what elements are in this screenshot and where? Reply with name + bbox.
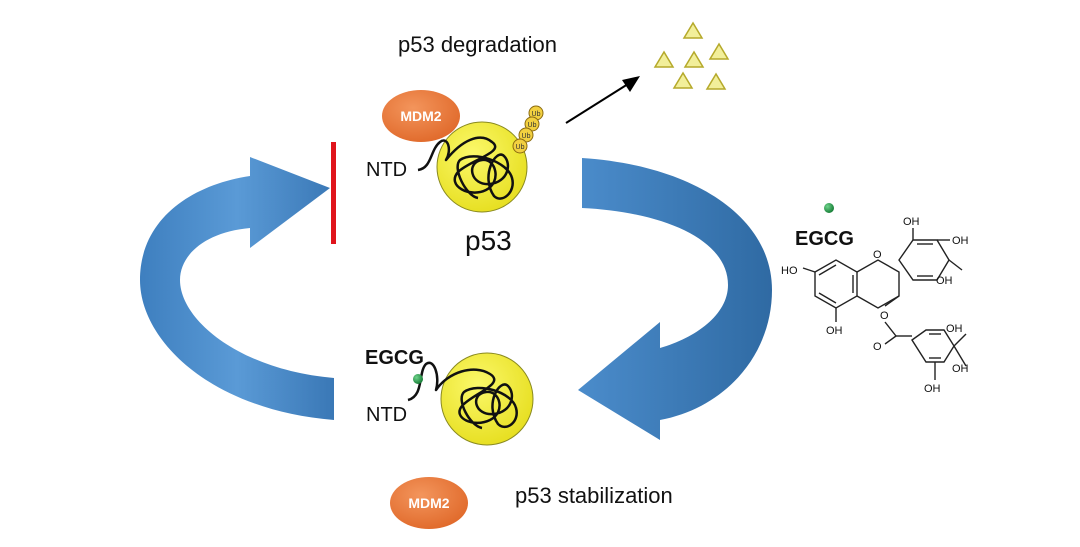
carbonyl-o-label: O bbox=[873, 341, 882, 353]
fragment-triangle bbox=[672, 71, 694, 89]
ester-o-label: O bbox=[880, 310, 889, 322]
degradation-label: p53 degradation bbox=[398, 32, 557, 57]
egcg-structure-labels: OH OH OH HO OH OH OH OH O O O bbox=[781, 216, 969, 395]
ubiquitin-chain bbox=[512, 105, 544, 154]
oh-label: HO bbox=[781, 265, 798, 277]
degraded-fragments bbox=[653, 21, 730, 90]
p53-bottom-protein bbox=[440, 352, 534, 446]
p53-top-chain bbox=[417, 136, 514, 200]
egcg-bottom-label: EGCG bbox=[365, 347, 424, 369]
ntd-bottom-label: NTD bbox=[366, 404, 407, 426]
fragment-triangle bbox=[708, 42, 730, 60]
ub-label: Ub bbox=[522, 133, 531, 140]
fragment-triangle bbox=[653, 50, 675, 68]
egcg-bottom-dot bbox=[413, 374, 423, 384]
ub-label: Ub bbox=[532, 111, 541, 118]
oh-label: OH bbox=[936, 275, 953, 287]
fragment-triangle bbox=[683, 50, 705, 68]
p53-top-protein bbox=[436, 121, 528, 213]
oh-label: OH bbox=[924, 383, 941, 395]
inhibition-bar bbox=[331, 142, 336, 244]
p53-bottom-complex: EGCG NTD bbox=[365, 347, 534, 446]
stabilization-label: p53 stabilization bbox=[515, 483, 673, 508]
oh-label: OH bbox=[946, 323, 963, 335]
mdm2-bottom-label: MDM2 bbox=[408, 495, 449, 511]
degradation-arrow bbox=[565, 76, 640, 124]
egcg-structure bbox=[802, 228, 967, 380]
p53-top-complex: MDM2 Ub Ub Ub Ub NTD p53 bbox=[366, 90, 544, 256]
p53-bottom-chain bbox=[407, 361, 518, 430]
mdm2-top bbox=[382, 90, 460, 142]
ub-label: Ub bbox=[516, 144, 525, 151]
right-cycle-arrow bbox=[578, 158, 772, 440]
mdm2-bottom: MDM2 bbox=[390, 477, 468, 529]
egcg-right-label: EGCG bbox=[795, 228, 854, 250]
fragment-triangle bbox=[682, 21, 704, 39]
ub-label: Ub bbox=[528, 122, 537, 129]
oh-label: OH bbox=[903, 216, 920, 228]
p53-label: p53 bbox=[465, 225, 512, 256]
oh-label: OH bbox=[952, 235, 969, 247]
egcg-right-dot bbox=[824, 203, 834, 213]
left-cycle-arrow bbox=[140, 157, 334, 420]
oh-label: OH bbox=[952, 363, 969, 375]
ntd-top-label: NTD bbox=[366, 159, 407, 181]
fragment-triangle bbox=[705, 72, 727, 90]
oh-label: OH bbox=[826, 325, 843, 337]
ring-o-label: O bbox=[873, 249, 882, 261]
mdm2-top-label: MDM2 bbox=[400, 108, 441, 124]
